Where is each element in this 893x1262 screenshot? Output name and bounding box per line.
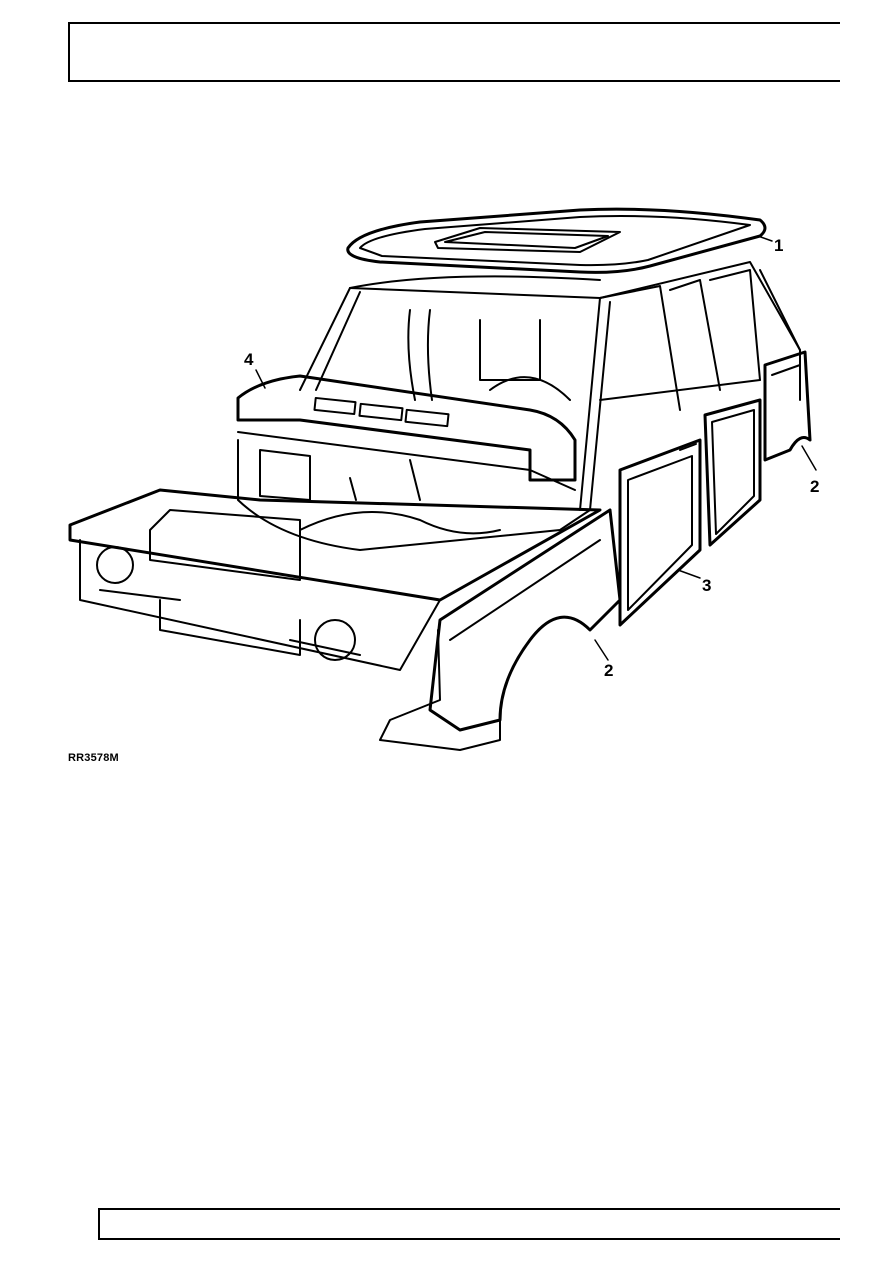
- front-door: [618, 438, 702, 627]
- callout-2-rear: 2: [810, 477, 820, 496]
- scuttle-panel: [236, 374, 577, 491]
- page-footer-frame: [98, 1208, 840, 1240]
- figure-reference: RR3578M: [68, 752, 119, 764]
- body-frame: [299, 261, 801, 511]
- front-end: [68, 488, 602, 671]
- front-wing: [379, 508, 622, 751]
- callout-2-front: 2: [604, 661, 614, 680]
- engine-bay: [237, 439, 591, 551]
- callout-3: 3: [702, 576, 712, 595]
- page-header-frame: [68, 22, 840, 82]
- callout-4: 4: [244, 350, 254, 369]
- body-shell-illustration: [60, 200, 840, 760]
- rear-door: [703, 398, 762, 547]
- vehicle-body-shell-icon: [68, 207, 817, 751]
- callout-1: 1: [774, 236, 784, 255]
- roof-panel: [346, 207, 767, 274]
- callout-leaders: [255, 235, 817, 661]
- rear-quarter-panel: [763, 350, 812, 462]
